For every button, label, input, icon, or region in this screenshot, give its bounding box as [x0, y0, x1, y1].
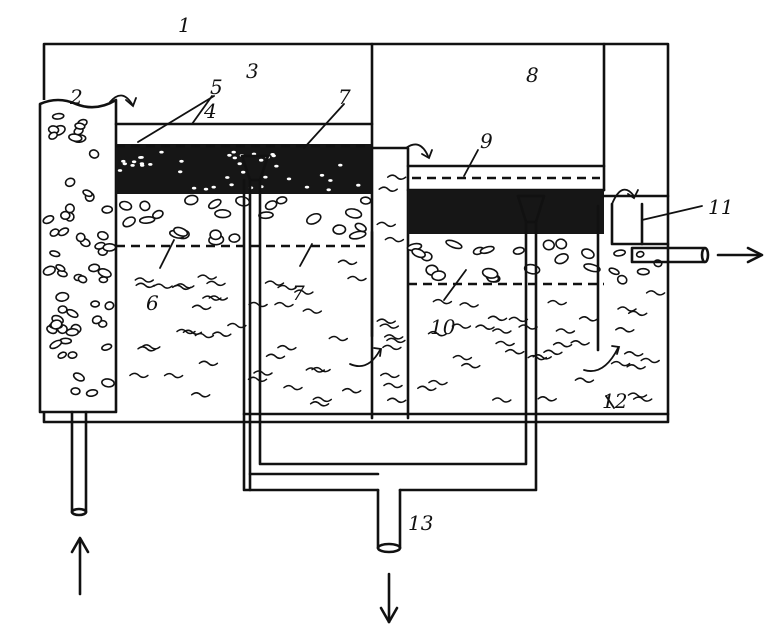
- overflow-channel: [349, 146, 410, 420]
- filter-compartment-right: [406, 164, 606, 403]
- sludge-drain-pipe: [240, 154, 670, 554]
- label-4: 4: [203, 99, 217, 123]
- leader-lines: [137, 95, 703, 409]
- label-9: 9: [480, 129, 493, 153]
- label-6: 6: [146, 291, 159, 315]
- outlet-chamber: [583, 188, 710, 402]
- flow-arrows: [70, 94, 764, 624]
- label-10: 10: [430, 315, 456, 339]
- label-12: 12: [602, 389, 627, 413]
- label-3: 3: [246, 59, 259, 83]
- label-2: 2: [69, 85, 83, 109]
- label-1: 1: [178, 13, 191, 37]
- label-5: 5: [210, 75, 223, 99]
- label-8: 8: [526, 63, 539, 87]
- labels: 1 2 3 4 5 6 7 7 8 9 10 11 12 13: [69, 13, 733, 535]
- label-13: 13: [408, 511, 433, 535]
- label-7-bottom: 7: [292, 281, 305, 305]
- label-7-top: 7: [338, 85, 351, 109]
- label-11: 11: [708, 195, 733, 219]
- inlet-column: [38, 98, 118, 517]
